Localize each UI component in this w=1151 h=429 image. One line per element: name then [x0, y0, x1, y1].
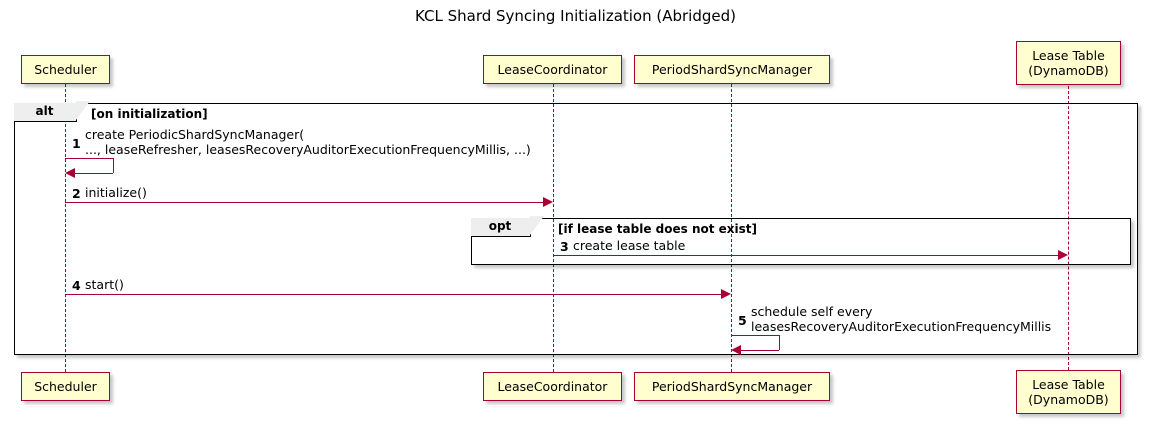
message-5-number: 5: [738, 313, 747, 328]
message-4-arrowhead: [721, 289, 731, 299]
participant-scheduler-bottom[interactable]: Scheduler: [21, 372, 110, 401]
message-2-text: initialize(): [85, 185, 147, 200]
message-4-text: start(): [85, 277, 124, 292]
participant-label: Scheduler: [34, 379, 97, 394]
fragment-alt-on-initialization: alt: [13, 101, 1138, 355]
participant-periodshardsyncmanager-top[interactable]: PeriodShardSyncManager: [634, 55, 830, 84]
participant-leasetable-top[interactable]: Lease Table (DynamoDB): [1016, 41, 1121, 85]
participant-label: PeriodShardSyncManager: [651, 62, 813, 77]
fragment-condition-opt: [if lease table does not exist]: [558, 222, 758, 236]
message-5-self-loop-right: [779, 335, 780, 350]
lifeline-periodshardsyncmanager: [731, 84, 732, 372]
participant-label: PeriodShardSyncManager: [651, 379, 813, 394]
participant-leasetable-bottom[interactable]: Lease Table (DynamoDB): [1016, 370, 1121, 414]
message-2-line: [65, 202, 543, 203]
message-3-number: 3: [560, 239, 569, 254]
message-1-self-loop-bottom: [75, 173, 113, 174]
diagram-title: KCL Shard Syncing Initialization (Abridg…: [415, 7, 736, 25]
participant-label: Scheduler: [34, 62, 97, 77]
message-1-self-loop-right: [113, 158, 114, 173]
message-5-self-loop-bottom: [741, 350, 779, 351]
participant-leasecoordinator-top[interactable]: LeaseCoordinator: [483, 55, 622, 84]
participant-leasecoordinator-bottom[interactable]: LeaseCoordinator: [483, 372, 622, 401]
participant-label: Lease Table (DynamoDB): [1028, 377, 1109, 407]
message-3-arrowhead: [1058, 250, 1068, 260]
participant-periodshardsyncmanager-bottom[interactable]: PeriodShardSyncManager: [634, 372, 830, 401]
fragment-condition-alt: [on initialization]: [91, 107, 208, 121]
fragment-operator-alt: alt: [13, 101, 90, 122]
fragment-operator-opt: opt: [470, 216, 544, 237]
fragment-opt-lease-table: opt: [470, 216, 1131, 265]
message-4-number: 4: [72, 278, 81, 293]
message-5-text: schedule self every leasesRecoveryAudito…: [751, 304, 1052, 334]
lifeline-leasecoordinator: [553, 84, 554, 372]
message-1-number: 1: [72, 136, 81, 151]
participant-scheduler-top[interactable]: Scheduler: [21, 55, 110, 84]
message-1-text: create PeriodicShardSyncManager( ..., le…: [85, 127, 531, 157]
message-2-number: 2: [72, 186, 81, 201]
message-2-arrowhead: [543, 197, 553, 207]
participant-label: LeaseCoordinator: [497, 62, 608, 77]
participant-label: Lease Table (DynamoDB): [1028, 48, 1109, 78]
lifeline-leasetable: [1068, 86, 1069, 370]
message-3-text: create lease table: [573, 238, 686, 253]
message-4-line: [65, 294, 721, 295]
lifeline-scheduler: [65, 84, 66, 372]
message-3-line: [553, 255, 1058, 256]
message-5-arrowhead: [731, 345, 741, 355]
message-5-self-loop-top: [731, 335, 779, 336]
message-1-arrowhead: [65, 168, 75, 178]
participant-label: LeaseCoordinator: [497, 379, 608, 394]
message-1-self-loop-top: [65, 158, 113, 159]
